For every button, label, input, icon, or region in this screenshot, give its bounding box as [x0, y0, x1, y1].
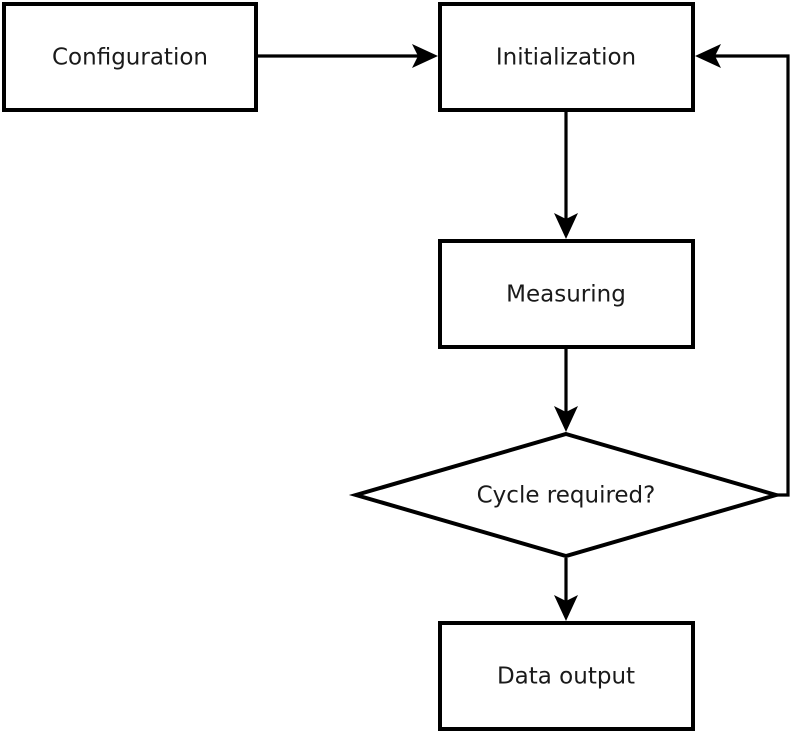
node-data-output[interactable]: Data output [438, 621, 695, 731]
node-initialization[interactable]: Initialization [438, 2, 695, 112]
node-layer: Configuration Initialization Measuring C… [2, 2, 784, 731]
node-data-output-label: Data output [497, 664, 635, 690]
node-measuring[interactable]: Measuring [438, 239, 695, 349]
arrowhead-down-icon [554, 595, 578, 621]
node-cycle-required-diamond[interactable] [348, 431, 784, 559]
node-initialization-box[interactable] [438, 2, 695, 112]
arrowhead-right-icon [412, 44, 438, 68]
edge-initialization-to-measuring [554, 112, 578, 239]
edge-configuration-to-initialization [258, 44, 438, 68]
node-cycle-required-label: Cycle required? [477, 483, 656, 509]
node-initialization-label: Initialization [496, 45, 636, 71]
arrowhead-down-icon [554, 406, 578, 432]
node-measuring-label: Measuring [506, 282, 626, 308]
edge-layer [258, 44, 790, 621]
edge-cycle-required-to-data-output [554, 558, 578, 621]
node-configuration-label: Configuration [52, 45, 208, 71]
arrowhead-down-icon [554, 213, 578, 239]
edge-measuring-to-cycle-required [554, 349, 578, 432]
edge-cycle-required-to-initialization-loop [695, 44, 790, 497]
node-configuration[interactable]: Configuration [2, 2, 258, 112]
arrowhead-left-icon [695, 44, 721, 68]
edge-polyline [713, 54, 790, 497]
node-configuration-box[interactable] [2, 2, 258, 112]
node-measuring-box[interactable] [438, 239, 695, 349]
node-data-output-box[interactable] [438, 621, 695, 731]
node-cycle-required[interactable]: Cycle required? [348, 431, 784, 559]
